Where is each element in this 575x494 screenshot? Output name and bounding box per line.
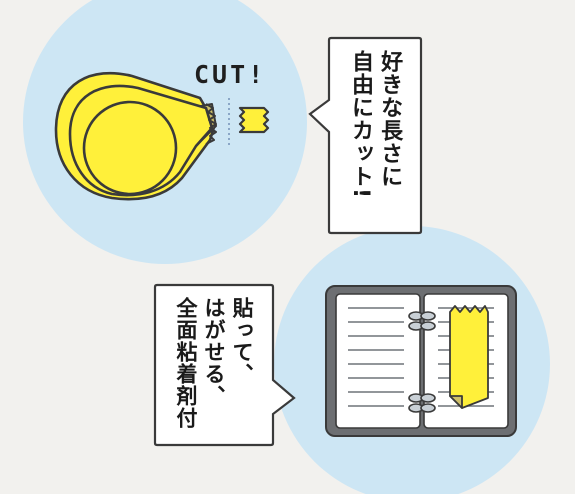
bottom-bubble-line-2: はがせる、 bbox=[202, 297, 227, 407]
top-speech-bubble bbox=[308, 36, 423, 235]
bottom-bubble-text: 貼って、 はがせる、 全面粘着剤付 bbox=[155, 285, 273, 445]
bottom-speech-bubble bbox=[153, 283, 296, 447]
cut-label: CUT! bbox=[194, 60, 267, 89]
top-bubble-text: 好きな長さに 自由にカット! bbox=[329, 38, 421, 233]
tape-piece-icon bbox=[238, 106, 270, 134]
top-bubble-line-2: 自由にカット! bbox=[348, 50, 373, 200]
tape-roll-icon bbox=[54, 71, 217, 201]
top-bubble-line-1: 好きな長さに bbox=[377, 50, 403, 188]
bottom-bubble-line-1: 貼って、 bbox=[230, 297, 255, 385]
sticky-note-icon bbox=[449, 305, 489, 409]
bottom-bubble-line-3: 全面粘着剤付 bbox=[173, 297, 198, 429]
